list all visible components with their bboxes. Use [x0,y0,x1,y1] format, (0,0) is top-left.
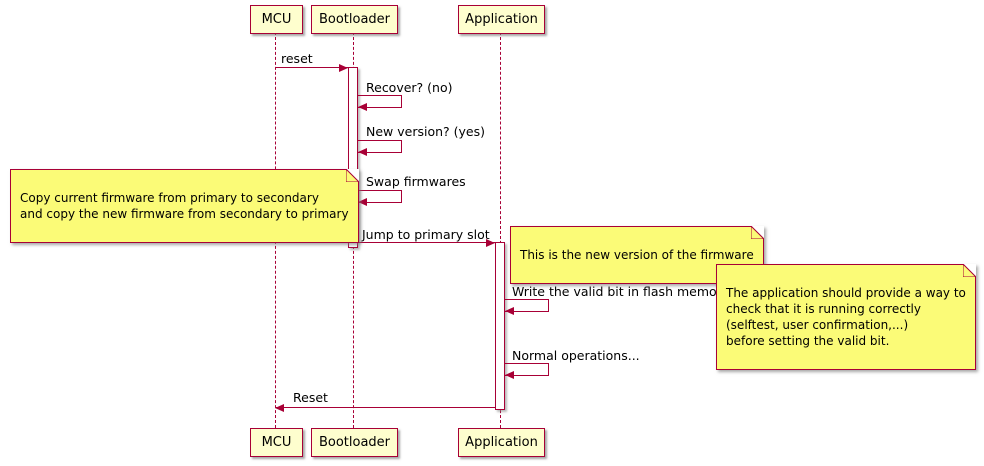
message-label-jump-primary: Jump to primary slot [362,227,490,242]
self-message-arrow-normal-operations [505,363,549,379]
participant-label: Bootloader [318,12,391,27]
arrowhead-icon [358,198,367,206]
participant-application-top: Application [458,5,545,34]
participant-label: MCU [261,12,292,27]
arrowhead-icon [358,148,367,156]
participant-bootloader-top: Bootloader [311,5,398,34]
message-label-normal-operations: Normal operations... [512,348,640,363]
arrowhead-icon [275,404,284,412]
note-fold-icon [962,264,976,277]
self-message-arrow-new-version [358,140,402,156]
message-label-recover: Recover? (no) [366,80,453,95]
participant-mcu-bottom: MCU [250,428,303,457]
message-arrow-final-reset [275,404,495,412]
note-text: This is the new version of the firmware [520,248,754,262]
message-label-write-valid-bit: Write the valid bit in flash memory [512,284,730,299]
participant-bootloader-bottom: Bootloader [311,428,398,457]
message-arrow-jump-primary [358,239,495,247]
participant-label: Bootloader [318,435,391,450]
note-copy-firmware: Copy current firmware from primary to se… [10,169,359,243]
note-text: The application should provide a way to … [726,286,966,348]
arrowhead-icon [339,64,348,72]
message-arrow-reset [275,64,348,72]
arrowhead-icon [486,239,495,247]
message-label-reset: reset [281,51,313,66]
activation-bar-bootloader [348,67,358,248]
note-valid-bit-check: The application should provide a way to … [716,264,976,370]
message-label-final-reset: Reset [293,390,328,405]
note-text: Copy current firmware from primary to se… [20,191,349,221]
message-label-new-version: New version? (yes) [366,124,485,139]
self-message-arrow-write-valid-bit [505,299,549,315]
participant-application-bottom: Application [458,428,545,457]
lifeline-application [500,32,501,428]
arrowhead-icon [505,307,514,315]
participant-label: Application [465,435,538,450]
participant-mcu-top: MCU [250,5,303,34]
self-message-arrow-swap-firmwares [358,190,402,206]
note-fold-icon [750,226,764,239]
arrowhead-icon [505,371,514,379]
participant-label: Application [465,12,538,27]
message-label-swap-firmwares: Swap firmwares [366,174,466,189]
note-fold-icon [345,169,359,182]
self-message-arrow-recover [358,95,402,111]
arrowhead-icon [358,103,367,111]
participant-label: MCU [261,435,292,450]
activation-bar-application [495,242,505,410]
